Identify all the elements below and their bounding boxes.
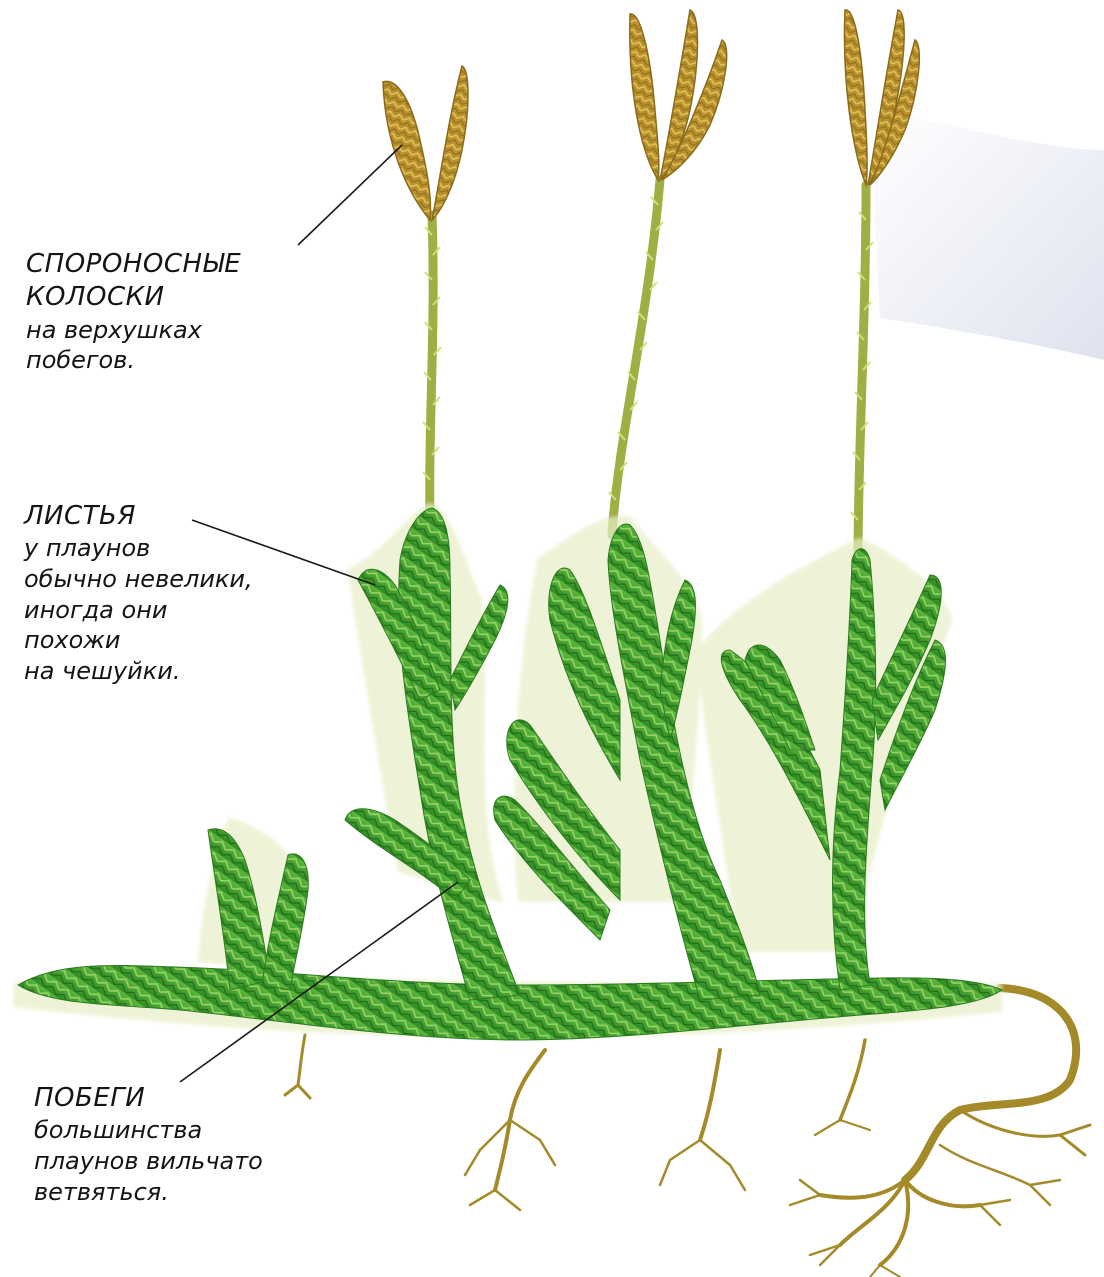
label-leaves-desc-5: на чешуйки. <box>24 656 324 687</box>
label-spore-desc-1: на верхушках <box>26 315 296 346</box>
label-spore-title-2: КОЛОСКИ <box>26 281 296 314</box>
label-shoots-title-1: ПОБЕГИ <box>34 1082 334 1115</box>
cone-stalks <box>430 180 866 560</box>
label-spore-title-1: СПОРОНОСНЫЕ <box>26 248 296 281</box>
label-shoots-desc-2: плаунов вильчато <box>34 1146 334 1177</box>
label-leaves-desc-3: иногда они <box>24 595 324 626</box>
label-spore-desc-2: побегов. <box>26 345 296 376</box>
spore-cones <box>383 10 919 220</box>
cone-2a <box>630 14 659 180</box>
label-shoots-desc-1: большинства <box>34 1115 334 1146</box>
background-blob <box>870 110 1104 360</box>
leader-spore <box>298 145 402 245</box>
label-leaves-desc-4: похожи <box>24 625 324 656</box>
label-spore-cones: СПОРОНОСНЫЕ КОЛОСКИ на верхушках побегов… <box>26 248 296 376</box>
cone-1a <box>383 81 431 220</box>
label-leaves-desc-2: обычно невелики, <box>24 564 324 595</box>
label-leaves: ЛИСТЬЯ у плаунов обычно невелики, иногда… <box>24 500 324 687</box>
label-shoots-desc-3: ветвяться. <box>34 1177 334 1208</box>
label-leaves-title-1: ЛИСТЬЯ <box>24 500 324 533</box>
label-leaves-desc-1: у плаунов <box>24 533 324 564</box>
cone-1b <box>432 66 468 220</box>
label-shoots: ПОБЕГИ большинства плаунов вильчато ветв… <box>34 1082 334 1207</box>
cone-3a <box>844 10 867 185</box>
cone-stalk-scales <box>423 197 873 520</box>
